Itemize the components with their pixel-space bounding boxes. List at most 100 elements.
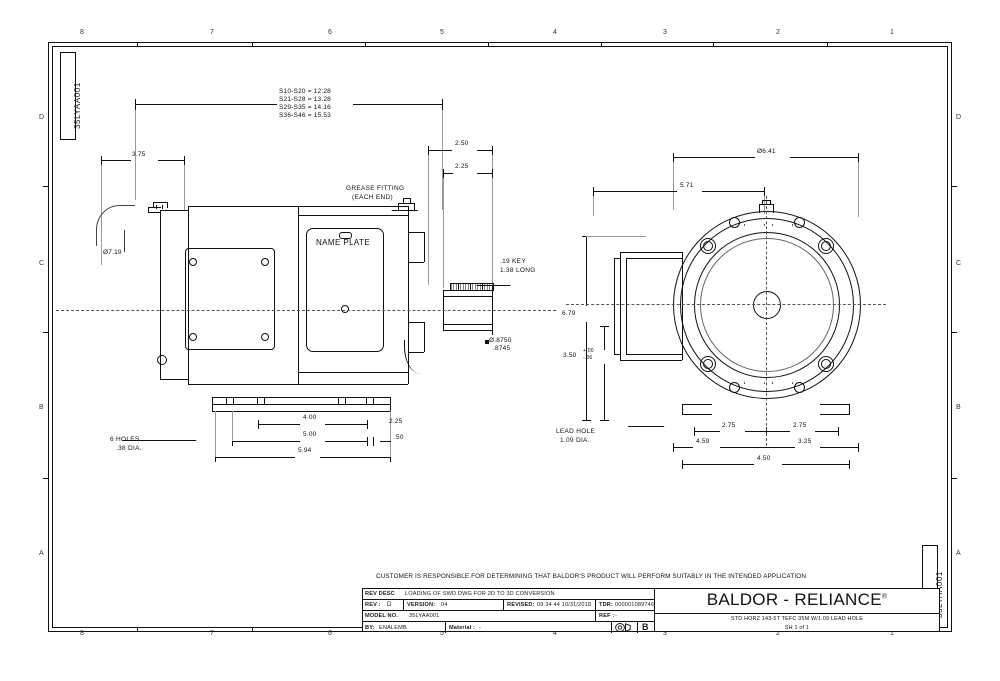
zone-label-right-c: C	[956, 260, 962, 267]
model-value: 35LYAA001	[409, 613, 440, 619]
zone-label-bottom-6: 6	[328, 630, 332, 637]
model-label: MODEL NO.	[365, 613, 398, 619]
stack-dim-4: S36-S46 = 15.53	[279, 112, 331, 119]
note-holes-count: 6 HOLES	[110, 436, 140, 443]
title-block: REV DESC LOADING OF SWD DWG FOR 2D TO 3D…	[362, 588, 940, 633]
zone-label-top-8: 8	[80, 29, 84, 36]
zone-label-bottom-3: 3	[663, 630, 667, 637]
product-description: STD HORZ 143-5T TEFC 35M W/1.09 LEAD HOL…	[730, 616, 864, 622]
zone-label-bottom-7: 7	[210, 630, 214, 637]
ref-value: -	[615, 613, 618, 619]
zone-label-left-b: B	[39, 404, 44, 411]
dim-0-50: .50	[394, 434, 404, 441]
zone-label-right-d: D	[956, 114, 962, 121]
dim-4-50: 4.50	[757, 455, 771, 462]
nameplate-hole	[341, 305, 349, 313]
nameplate-outline	[306, 228, 384, 352]
end-view-rib-circle	[680, 218, 854, 392]
note-holes-dia: .38 DIA.	[116, 445, 142, 452]
dim-4-00: 4.00	[303, 414, 317, 421]
zone-label-top-5: 5	[440, 29, 444, 36]
dim-6-79: 6.79	[562, 310, 576, 317]
sheet-size-label: B	[642, 622, 649, 632]
dim-2-75-a: 2.75	[722, 422, 736, 429]
zone-label-bottom-5: 5	[440, 630, 444, 637]
zone-label-left-a: A	[39, 550, 44, 557]
zone-label-right-b: B	[956, 404, 961, 411]
revised-label: REVISED:	[507, 602, 535, 608]
note-lead-hole: LEAD HOLE	[556, 428, 596, 435]
revised-value: 09 34 44 10/31/2018	[537, 602, 592, 608]
brand-title: BALDOR - RELIANCE®	[655, 590, 939, 610]
material-value: -	[479, 624, 482, 631]
dim-3-25: 3.25	[798, 438, 812, 445]
shaft-bore	[753, 291, 781, 319]
end-view-bore-circle	[694, 232, 840, 378]
sheet-count: SH 1 of 1	[784, 625, 810, 631]
brand-title-text: BALDOR - RELIANCE	[706, 590, 882, 609]
zone-label-left-d: D	[39, 114, 45, 121]
drain-hole	[157, 355, 167, 365]
zone-label-top-2: 2	[776, 29, 780, 36]
end-plate-outline	[185, 248, 275, 350]
rev-desc-value: LOADING OF SWD DWG FOR 2D TO 3D CONVERSI…	[405, 591, 555, 597]
note-grease-fitting-2: (EACH END)	[352, 194, 393, 201]
tdr-label: TDR:	[599, 602, 613, 608]
zone-label-right-a: A	[956, 550, 961, 557]
third-angle-projection-icon	[615, 623, 631, 632]
dim-3-50-tol-plus: +.00	[583, 348, 594, 354]
zone-label-left-c: C	[39, 260, 45, 267]
version-value: 04	[441, 602, 448, 608]
version-label: VERSION:	[407, 602, 436, 608]
stack-dim-3: S29-S35 = 14.16	[279, 104, 331, 111]
dim-5-71: 5.71	[680, 182, 694, 189]
zone-label-bottom-2: 2	[776, 630, 780, 637]
zone-label-bottom-8: 8	[80, 630, 84, 637]
rev-label: REV :	[365, 602, 381, 608]
title-block-right: BALDOR - RELIANCE® STD HORZ 143-5T TEFC …	[655, 589, 939, 631]
dim-dia-6-41: Ø6.41	[757, 148, 776, 155]
tdr-value: 000001089746	[615, 602, 655, 608]
title-block-left: REV DESC LOADING OF SWD DWG FOR 2D TO 3D…	[363, 589, 655, 633]
zone-label-top-7: 7	[210, 29, 214, 36]
side-label-text-left: 35LYAA001	[73, 82, 82, 129]
note-lead-hole-dia: 1.09 DIA.	[560, 437, 590, 444]
zone-label-top-4: 4	[553, 29, 557, 36]
registered-mark: ®	[881, 593, 888, 601]
dim-2-25-top: 2.25	[455, 163, 469, 170]
dim-2-50: 2.50	[455, 140, 469, 147]
shaft-key	[450, 283, 494, 291]
dim-3-50-tol-minus: -.06	[583, 355, 593, 361]
dim-shaft-dia-upper: Ø.8750	[489, 337, 512, 344]
side-label-box-left: 35LYAA001	[60, 52, 82, 140]
nameplate-boss	[339, 232, 352, 239]
dim-shaft-dia-lower: .8745	[493, 345, 511, 352]
dim-dia-7-19: Ø7.19	[103, 249, 122, 256]
zone-label-top-1: 1	[890, 29, 894, 36]
material-label: Material :	[449, 624, 476, 631]
note-key-size: .19 KEY	[500, 258, 526, 265]
dim-2-75-b: 2.75	[793, 422, 807, 429]
rev-value: D	[387, 602, 392, 608]
stack-dim-1: S10-S20 = 12.28	[279, 88, 331, 95]
stack-dim-2: S21-S28 = 13.28	[279, 96, 331, 103]
zone-label-top-6: 6	[328, 29, 332, 36]
note-key-length: 1.38 LONG	[500, 267, 536, 274]
by-value: ENALEMB	[379, 624, 407, 631]
zone-label-bottom-4: 4	[553, 630, 557, 637]
nameplate-label: NAME PLATE	[316, 238, 371, 247]
customer-responsibility-note: CUSTOMER IS RESPONSIBLE FOR DETERMINING …	[376, 573, 807, 580]
dim-3-50: 3.50	[563, 352, 577, 359]
note-grease-fitting-1: GREASE FITTING	[346, 185, 405, 192]
dim-5-00: 5.00	[303, 431, 317, 438]
by-label: BY:	[365, 624, 375, 631]
dim-3-75: 3.75	[132, 151, 146, 158]
dim-4-59: 4.59	[696, 438, 710, 445]
dim-2-25-bot: 2.25	[389, 418, 403, 425]
ref-label: REF :	[599, 613, 615, 619]
dim-5-94: 5.94	[298, 447, 312, 454]
end-view-outer-circle	[673, 211, 861, 399]
zone-label-bottom-1: 1	[890, 630, 894, 637]
zone-label-top-3: 3	[663, 29, 667, 36]
